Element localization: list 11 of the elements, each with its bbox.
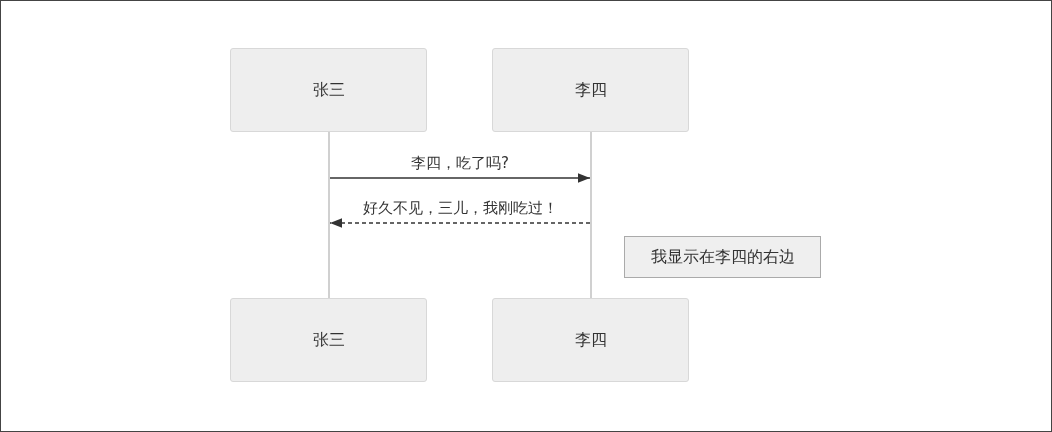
participant-box: 李四 bbox=[492, 298, 689, 382]
message-label: 好久不见，三儿，我刚吃过！ bbox=[362, 199, 558, 218]
lifeline bbox=[590, 132, 592, 298]
dashed-arrow bbox=[329, 218, 591, 228]
participant-box: 张三 bbox=[230, 48, 427, 132]
participant-box: 张三 bbox=[230, 298, 427, 382]
arrow bbox=[329, 173, 591, 183]
participant-box: 李四 bbox=[492, 48, 689, 132]
note-box: 我显示在李四的右边 bbox=[624, 236, 821, 278]
message-label: 李四，吃了吗? bbox=[411, 154, 509, 173]
lifeline bbox=[328, 132, 330, 298]
